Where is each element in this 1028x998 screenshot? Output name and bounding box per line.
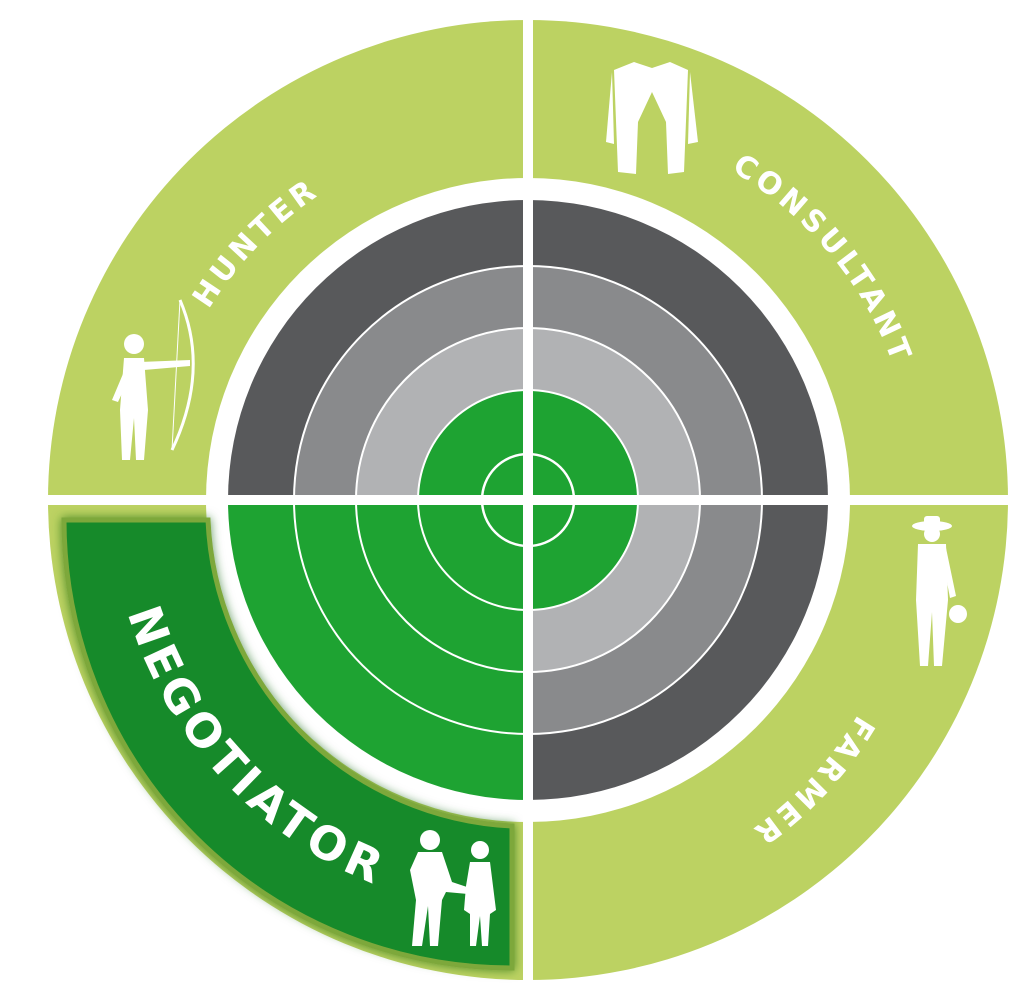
target <box>228 200 828 800</box>
archer-icon <box>112 299 195 460</box>
negotiator-highlight-band <box>61 517 515 971</box>
handshake-icon <box>410 830 496 946</box>
quadrant-dividers <box>40 14 1016 986</box>
suit-jacket-icon <box>606 62 698 174</box>
farmer-icon <box>912 516 967 666</box>
divider-horizontal <box>40 495 1016 505</box>
